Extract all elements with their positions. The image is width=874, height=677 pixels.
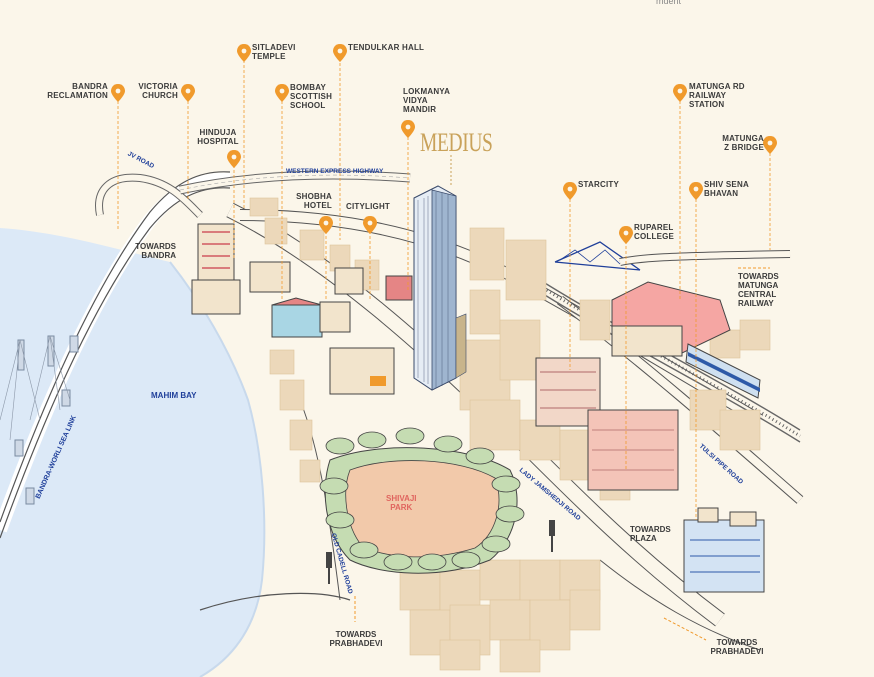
direction-arrows <box>354 267 770 641</box>
pin-ruparel-college-icon[interactable] <box>619 226 633 244</box>
park-trees <box>319 427 525 571</box>
label-bandra-reclamation: BANDRA RECLAMATION <box>47 82 108 100</box>
label-starcity: STARCITY <box>578 180 620 189</box>
label-mahim-bay: MAHIM BAY <box>151 391 197 400</box>
label-shobha-hotel: SHOBHA HOTEL <box>296 192 332 210</box>
label-ruparel-college: RUPAREL COLLEGE <box>634 223 675 241</box>
label-victoria-church: VICTORIA CHURCH <box>138 82 178 100</box>
pin-shobha-hotel-icon[interactable] <box>319 216 333 234</box>
pin-starcity-icon[interactable] <box>563 182 577 200</box>
pin-sitladevi-temple-icon[interactable] <box>237 44 251 62</box>
road-western-express-highway: WESTERN EXPRESS HIGHWAY <box>286 168 384 175</box>
shobha-hotel-area <box>249 261 413 395</box>
label-matunga-rd-station: MATUNGA RD RAILWAY STATION <box>689 82 745 109</box>
pin-tendulkar-hall-icon[interactable] <box>333 44 347 62</box>
label-tendulkar-hall: TENDULKAR HALL <box>348 43 425 52</box>
label-citylight: CITYLIGHT <box>346 202 391 211</box>
label-shiv-sena-bhavan: SHIV SENA BHAVAN <box>704 180 749 198</box>
pin-citylight-icon[interactable] <box>363 216 377 234</box>
shiv-sena-bhavan <box>683 507 765 593</box>
dir-towards-bandra: TOWARDS BANDRA <box>135 242 176 260</box>
dir-towards-plaza: TOWARDS PLAZA <box>630 525 671 543</box>
hinduja-building <box>191 223 241 315</box>
shivaji-park-ground <box>324 447 518 574</box>
label-sitladevi-temple: SITLADEVI TEMPLE <box>252 43 296 61</box>
label-bombay-scottish-school: BOMBAY SCOTTISH SCHOOL <box>290 83 333 110</box>
dir-towards-matunga-central: TOWARDS MATUNGA CENTRAL RAILWAY <box>738 272 779 308</box>
medius-tower <box>413 155 467 391</box>
pin-bombay-scottish-icon[interactable] <box>275 84 289 102</box>
pin-hinduja-hospital-icon[interactable] <box>227 150 241 168</box>
local-train <box>685 343 761 399</box>
pin-lokmanya-vidya-mandir-icon[interactable] <box>401 120 415 138</box>
label-hinduja-hospital: HINDUJA HOSPITAL <box>197 128 239 146</box>
pin-victoria-church-icon[interactable] <box>181 84 195 102</box>
label-lokmanya-vidya-mandir: LOKMANYA VIDYA MANDIR <box>403 87 451 114</box>
pin-shiv-sena-bhavan-icon[interactable] <box>689 182 703 200</box>
ruparel-college <box>587 281 731 491</box>
top-cut-text: mdent <box>656 0 682 6</box>
pin-matunga-rd-station-icon[interactable] <box>673 84 687 102</box>
pin-matunga-z-bridge-icon[interactable] <box>763 136 777 154</box>
mahim-bay-water <box>0 228 265 677</box>
label-shivaji-park: SHIVAJI PARK <box>386 494 417 512</box>
label-matunga-z-bridge: MATUNGA Z BRIDGE <box>722 134 764 152</box>
dir-towards-prabhadevi-right: TOWARDS PRABHADEVI <box>710 638 764 656</box>
dir-towards-prabhadevi-left: TOWARDS PRABHADEVI <box>329 630 383 648</box>
pin-leader-lines <box>117 58 771 520</box>
traffic-signals <box>326 520 555 584</box>
project-name-medius: MEDIUS <box>420 128 493 157</box>
sea-link-pylons <box>14 335 79 505</box>
